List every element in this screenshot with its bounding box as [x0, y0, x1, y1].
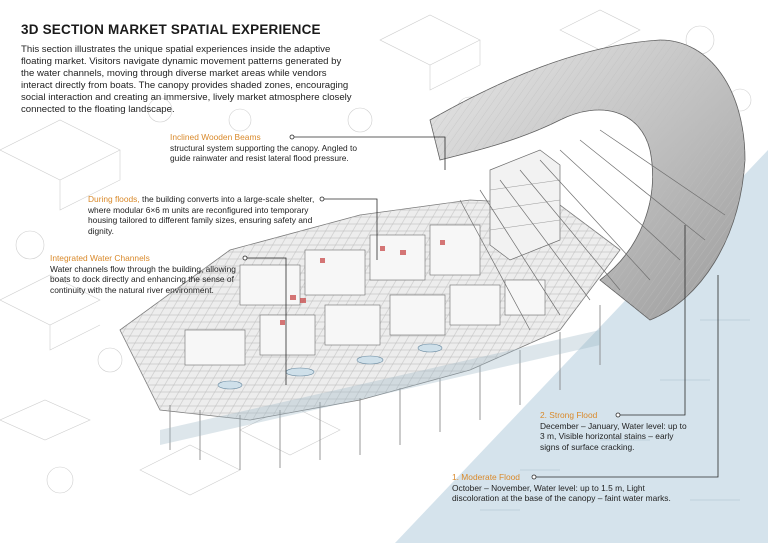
modular-market-units: [184, 224, 546, 366]
tower-floor-lines: [489, 179, 561, 231]
annotation-body: Water channels flow through the building…: [50, 263, 236, 295]
annotation-moderate-flood: 1. Moderate Flood October – November, Wa…: [452, 472, 687, 504]
leader-beams: [292, 136, 446, 170]
annotation-body: the building converts into a large-scale…: [88, 194, 315, 236]
annotation-inclined-beams: Inclined Wooden Beams structural system …: [170, 132, 365, 164]
annotation-strong-flood: 2. Strong Flood December – January, Wate…: [540, 410, 688, 452]
annotation-heading: Inclined Wooden Beams: [170, 132, 261, 142]
annotation-body: structural system supporting the canopy.…: [170, 142, 357, 164]
housing-unit-highlights: [280, 240, 445, 325]
canopy-inclined-beams: [459, 129, 726, 331]
annotation-heading: 1. Moderate Flood: [452, 472, 520, 482]
diagram-title: 3D SECTION MARKET SPATIAL EXPERIENCE: [21, 22, 321, 37]
annotation-body: October – November, Water level: up to 1…: [452, 482, 671, 504]
leader-channels: [245, 257, 287, 385]
leader-lines: [245, 136, 719, 478]
leader-moderate: [534, 275, 719, 478]
annotation-heading: During floods,: [88, 194, 140, 204]
leader-dots: [242, 134, 621, 480]
annotation-heading: 2. Strong Flood: [540, 410, 598, 420]
annotation-heading: Integrated Water Channels: [50, 253, 150, 263]
annotation-during-floods: During floods, the building converts int…: [88, 194, 320, 236]
intro-paragraph: This section illustrates the unique spat…: [21, 44, 352, 115]
annotation-body: December – January, Water level: up to 3…: [540, 420, 687, 452]
leader-strong: [618, 225, 686, 416]
annotation-water-channels: Integrated Water Channels Water channels…: [50, 253, 245, 295]
water-ripples: [480, 319, 750, 511]
canopy-hatching: [430, 40, 745, 320]
flood-stain-band: [160, 330, 600, 445]
boats: [217, 343, 443, 390]
leader-floods: [322, 198, 378, 260]
stilt-piles: [169, 305, 601, 470]
